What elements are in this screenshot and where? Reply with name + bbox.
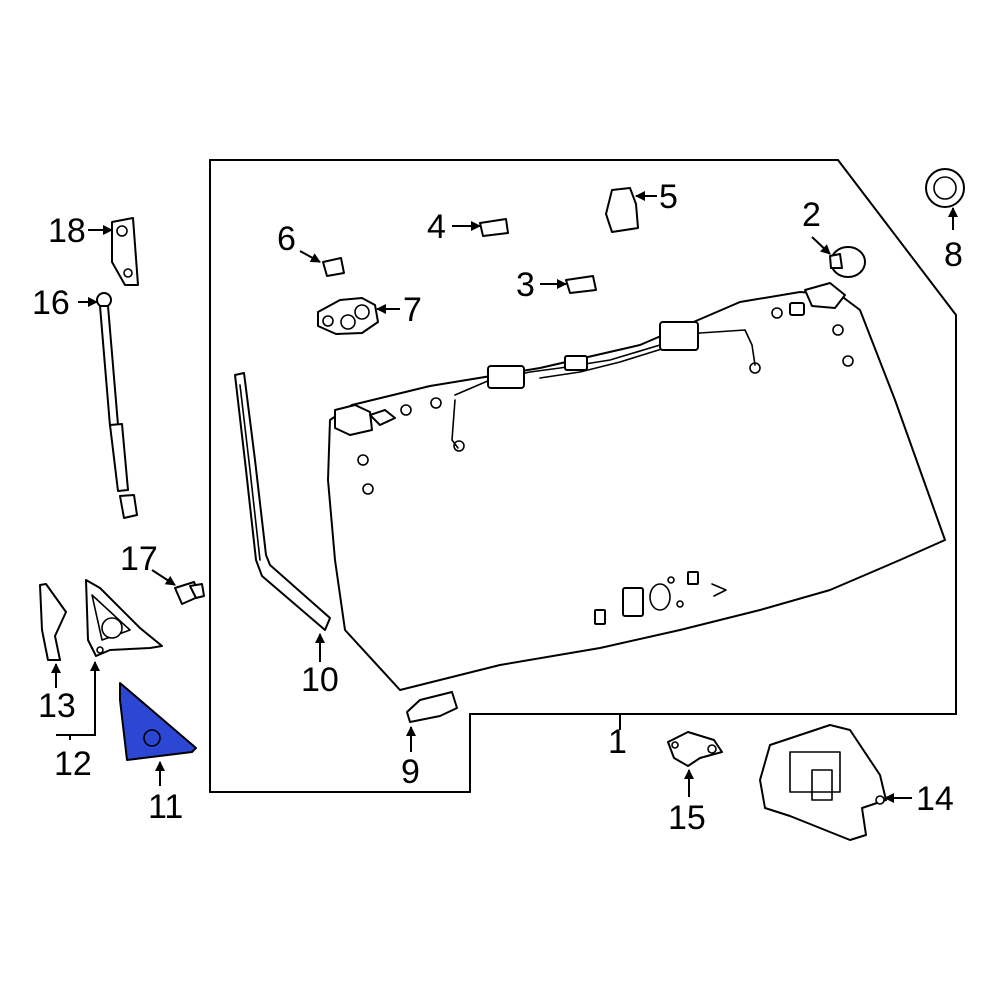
molding-part-10 (234, 372, 331, 631)
callout-10: 10 (301, 661, 339, 699)
callout-18: 18 (48, 212, 86, 250)
callout-11: 11 (148, 788, 183, 826)
grommet-part-8 (925, 168, 965, 208)
callout-13: 13 (38, 687, 76, 725)
callout-labels: 1 2 3 4 5 6 7 8 9 10 11 12 13 14 15 16 1… (32, 178, 963, 837)
assembly-frame (209, 159, 957, 793)
bolt-part-17 (174, 581, 205, 605)
seal-part-13 (39, 583, 67, 661)
callout-15: 15 (668, 799, 706, 837)
latch-part-14 (759, 724, 887, 841)
callout-12: 12 (54, 745, 92, 783)
callout-17: 17 (120, 540, 158, 578)
triangle-cover-part-11 (119, 682, 197, 761)
callout-9: 9 (401, 753, 420, 791)
callout-6: 6 (277, 220, 296, 258)
leader-arrows (51, 191, 958, 803)
pad-part-3 (565, 275, 597, 294)
callout-3: 3 (516, 266, 535, 304)
callout-16: 16 (32, 284, 70, 322)
mirror-base-part-12 (85, 579, 163, 657)
pad-part-4 (479, 218, 509, 237)
bracket-part-15 (667, 731, 723, 767)
callout-7: 7 (403, 291, 422, 329)
pad-part-6 (322, 257, 345, 277)
bracket-part-18 (111, 217, 139, 286)
clip-part-9 (406, 691, 458, 723)
callout-8: 8 (944, 236, 963, 274)
liftgate-glass (327, 282, 946, 691)
bump-stop-part-2 (829, 246, 866, 278)
gas-strut-part-16 (96, 292, 138, 519)
callout-4: 4 (427, 208, 446, 246)
callout-2: 2 (802, 196, 821, 234)
bracket-part-5 (605, 187, 639, 233)
callout-1: 1 (608, 723, 627, 761)
callout-5: 5 (659, 178, 678, 216)
hinge-plate-part-7 (317, 297, 379, 335)
callout-14: 14 (916, 780, 954, 818)
